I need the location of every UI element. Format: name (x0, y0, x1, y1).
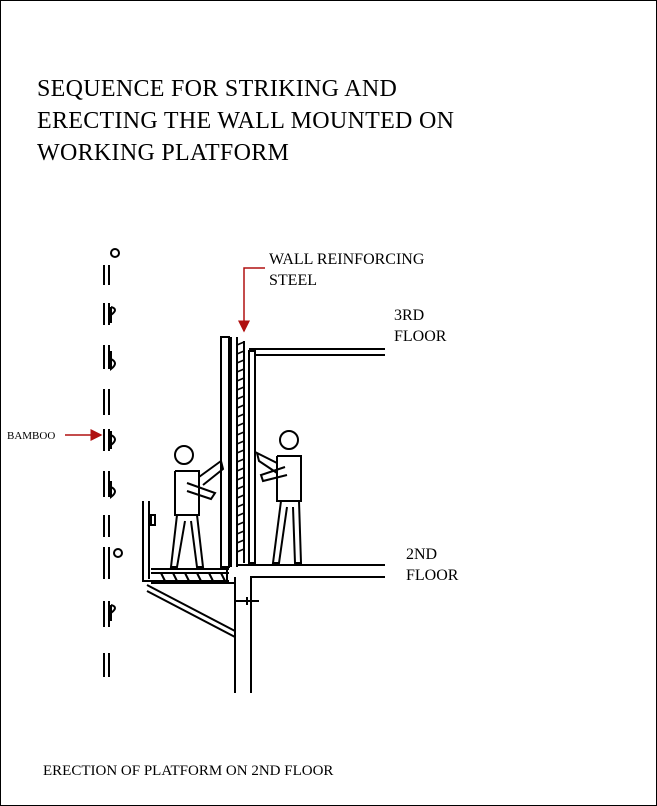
bamboo-pole (103, 248, 123, 677)
diagram-title: SEQUENCE FOR STRIKING AND ERECTING THE W… (37, 73, 454, 169)
diagram-caption: ERECTION OF PLATFORM ON 2ND FLOOR (43, 763, 334, 779)
third-floor-slab (249, 348, 385, 356)
label-line: FLOOR (406, 567, 459, 584)
working-platform (142, 501, 259, 638)
title-line: ERECTING THE WALL MOUNTED ON (37, 108, 455, 134)
label-line: WALL REINFORCING (269, 251, 425, 268)
title-line: WORKING PLATFORM (37, 140, 290, 166)
label-line: 2ND (406, 546, 438, 563)
wall-reinforcing-steel-label: WALL REINFORCING STEEL (269, 249, 424, 291)
second-floor-label: 2ND FLOOR (406, 544, 458, 586)
third-floor-label: 3RD FLOOR (394, 305, 446, 347)
label-line: STEEL (269, 272, 317, 289)
bamboo-label: BAMBOO (7, 430, 56, 442)
worker-on-slab (255, 430, 303, 564)
label-line: FLOOR (394, 328, 447, 345)
reinforcing-bar-ties (236, 341, 245, 553)
worker-on-platform (169, 445, 225, 568)
steel-arrow (238, 267, 265, 333)
label-line: 3RD (394, 307, 425, 324)
title-line: SEQUENCE FOR STRIKING AND (37, 76, 398, 102)
second-floor-slab (226, 564, 385, 693)
